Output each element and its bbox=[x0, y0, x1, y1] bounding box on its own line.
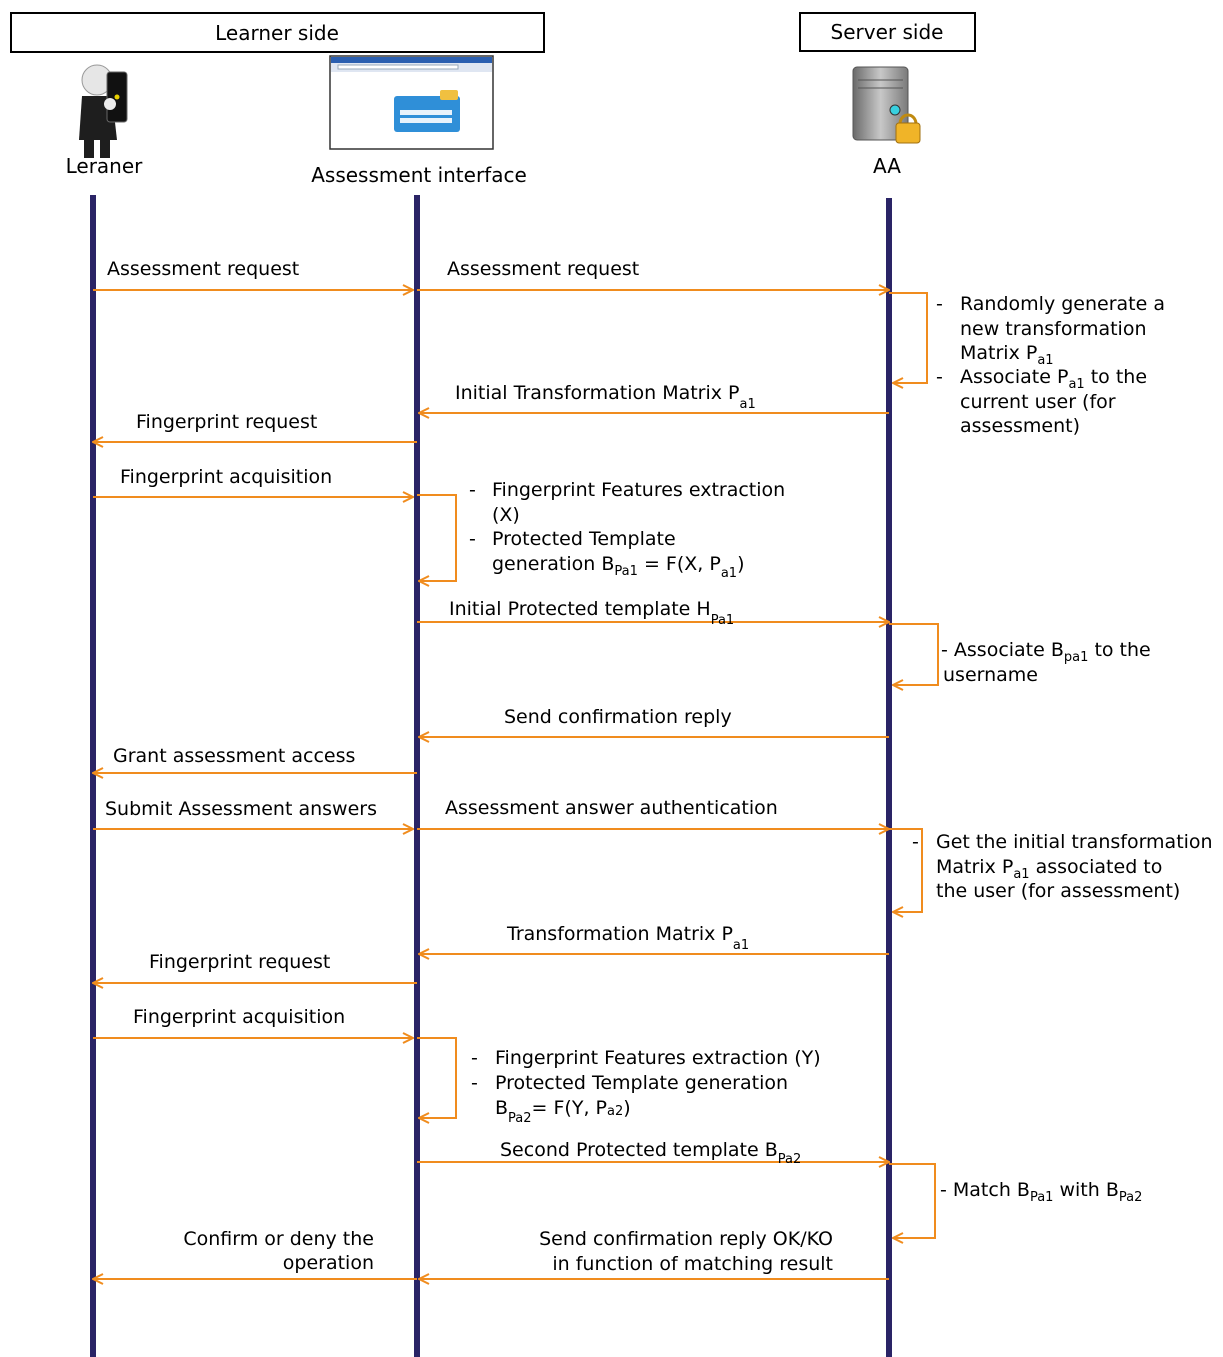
svg-text:the user (for assessment): the user (for assessment) bbox=[936, 880, 1180, 902]
svg-text:current user (for: current user (for bbox=[960, 391, 1116, 413]
msg-initial-protected-template: Initial Protected template HPa1 bbox=[449, 598, 734, 628]
svg-text:username: username bbox=[943, 664, 1038, 686]
msg-assessment-request-1: Assessment request bbox=[107, 258, 299, 280]
svg-text:-: - bbox=[936, 366, 943, 388]
browser-login-window-icon bbox=[329, 55, 494, 150]
note-interface-template-1: - Fingerprint Features extraction (X) - … bbox=[469, 479, 785, 581]
learner-side-header: Learner side bbox=[10, 12, 545, 53]
server-side-header: Server side bbox=[799, 12, 976, 52]
self-arrow-server-3 bbox=[889, 828, 923, 912]
svg-text:Protected Template: Protected Template bbox=[492, 528, 676, 550]
svg-text:-: - bbox=[912, 831, 919, 853]
self-arrow-server-4 bbox=[889, 1163, 936, 1238]
msg-send-ok-ko-line1: Send confirmation reply OK/KO bbox=[539, 1228, 833, 1250]
msg-fingerprint-acquisition-2: Fingerprint acquisition bbox=[133, 1006, 345, 1028]
svg-text:Protected Template generation: Protected Template generation bbox=[495, 1072, 788, 1094]
msg-fingerprint-acquisition-1: Fingerprint acquisition bbox=[120, 466, 332, 488]
svg-text:assessment): assessment) bbox=[960, 415, 1080, 437]
server-actor-label: AA bbox=[873, 154, 901, 178]
note-server-associate-username: - Associate Bpa1 to the username bbox=[941, 639, 1151, 686]
person-with-phone-icon bbox=[79, 64, 128, 158]
msg-second-protected-template: Second Protected template BPa2 bbox=[500, 1139, 801, 1167]
svg-text:(X): (X) bbox=[492, 504, 520, 526]
note-server-get-matrix: - Get the initial transformation Matrix … bbox=[912, 831, 1213, 902]
note-server-match: - Match BPa1 with BPa2 bbox=[940, 1179, 1142, 1205]
note-interface-template-2: - Fingerprint Features extraction (Y) - … bbox=[471, 1047, 821, 1126]
svg-text:Matrix Pa1 associated to: Matrix Pa1 associated to bbox=[936, 856, 1162, 882]
svg-text:-: - bbox=[471, 1047, 478, 1069]
msg-assessment-request-2: Assessment request bbox=[447, 258, 639, 280]
msg-send-confirmation: Send confirmation reply bbox=[504, 706, 732, 728]
svg-text:Fingerprint Features extractio: Fingerprint Features extraction (Y) bbox=[495, 1047, 821, 1069]
note-server-generate-matrix: - Randomly generate a new transformation… bbox=[936, 293, 1165, 437]
svg-text:Get the initial transformation: Get the initial transformation bbox=[936, 831, 1213, 853]
self-arrow-interface-1 bbox=[417, 494, 457, 581]
msg-initial-matrix: Initial Transformation Matrix Pa1 bbox=[455, 382, 756, 412]
learner-actor-label: Leraner bbox=[66, 154, 144, 178]
msg-fingerprint-request-2: Fingerprint request bbox=[149, 951, 330, 973]
self-arrow-server-1 bbox=[889, 292, 928, 383]
svg-text:Fingerprint Features extractio: Fingerprint Features extraction bbox=[492, 479, 785, 501]
svg-text:Randomly generate a: Randomly generate a bbox=[960, 293, 1165, 315]
self-arrow-server-2 bbox=[889, 623, 939, 685]
svg-text:-: - bbox=[471, 1072, 478, 1094]
svg-text:-: - bbox=[469, 528, 476, 550]
msg-submit-answers: Submit Assessment answers bbox=[105, 798, 377, 820]
svg-text:generation BPa1 = F(X, Pa1): generation BPa1 = F(X, Pa1) bbox=[492, 553, 744, 581]
svg-text:Associate Pa1 to the: Associate Pa1 to the bbox=[960, 366, 1147, 392]
svg-text:-: - bbox=[936, 293, 943, 315]
msg-send-ok-ko-line2: in function of matching result bbox=[552, 1253, 833, 1275]
msg-confirm-deny-line1: Confirm or deny the bbox=[183, 1228, 374, 1250]
self-arrow-interface-2 bbox=[417, 1037, 457, 1118]
svg-text:- Match BPa1 with BPa2: - Match BPa1 with BPa2 bbox=[940, 1179, 1142, 1205]
msg-grant-access: Grant assessment access bbox=[113, 745, 355, 767]
msg-fingerprint-request-1: Fingerprint request bbox=[136, 411, 317, 433]
svg-text:-: - bbox=[469, 479, 476, 501]
svg-text:new transformation: new transformation bbox=[960, 318, 1147, 340]
svg-text:Matrix Pa1: Matrix Pa1 bbox=[960, 342, 1054, 368]
msg-answer-authentication: Assessment answer authentication bbox=[445, 797, 778, 819]
msg-transformation-matrix: Transformation Matrix Pa1 bbox=[506, 923, 749, 953]
msg-confirm-deny-line2: operation bbox=[283, 1252, 374, 1274]
svg-text:- Associate Bpa1 to the: - Associate Bpa1 to the bbox=[941, 639, 1151, 665]
learner-side-label: Learner side bbox=[215, 21, 339, 45]
svg-text:BPa2= F(Y, Pa2): BPa2= F(Y, Pa2) bbox=[495, 1097, 631, 1126]
server-side-label: Server side bbox=[831, 20, 944, 44]
locked-server-tower-icon bbox=[852, 66, 921, 144]
interface-actor-label: Assessment interface bbox=[311, 163, 527, 187]
